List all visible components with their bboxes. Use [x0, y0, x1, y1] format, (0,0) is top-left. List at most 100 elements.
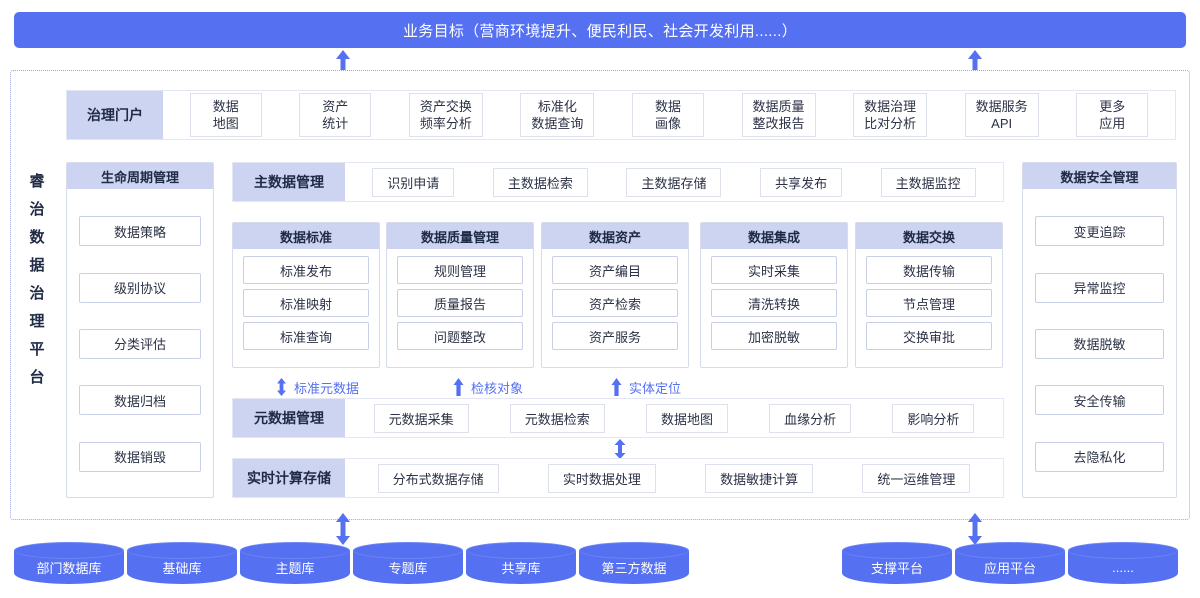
masterdata-item-4[interactable]: 主数据监控: [880, 167, 976, 197]
vertical-char-5: 理: [29, 313, 45, 330]
cylinder-top-ellipse: [14, 542, 124, 559]
domain-column-4-title: 数据交换: [856, 223, 1002, 249]
metadata-item-4[interactable]: 影响分析: [892, 403, 975, 433]
source-label-4: 共享库: [501, 560, 541, 576]
domain-column-data-integration: 数据集成 实时采集 清洗转换 加密脱敏: [700, 222, 848, 368]
col0-item-1[interactable]: 标准映射: [243, 289, 369, 317]
business-goal-text: 业务目标（营商环境提升、便民利民、社会开发利用......）: [402, 22, 797, 40]
source-cylinder-0[interactable]: 部门数据库: [14, 542, 124, 588]
arrow-metadata-to-realtime: [614, 439, 626, 459]
realtime-item-3[interactable]: 统一运维管理: [862, 463, 971, 493]
col3-item-2[interactable]: 加密脱敏: [711, 322, 837, 350]
lifecycle-item-3[interactable]: 数据归档: [79, 385, 201, 416]
source-label-2: 主题库: [275, 560, 315, 576]
portal-app-7[interactable]: 数据服务 API: [964, 93, 1039, 137]
flow-label-1-text: 检核对象: [471, 380, 524, 396]
col4-item-1[interactable]: 节点管理: [866, 289, 992, 317]
platform-vertical-title: 睿 治 数 据 治 理 平 台: [22, 168, 52, 392]
security-item-1[interactable]: 异常监控: [1035, 272, 1164, 303]
security-item-4[interactable]: 去隐私化: [1035, 441, 1164, 472]
master-data-management-items: 识别申请 主数据检索 主数据存储 共享发布 主数据监控: [345, 163, 1003, 201]
vertical-char-6: 平: [29, 341, 45, 358]
platform-cylinder-2[interactable]: ......: [1068, 542, 1178, 588]
lifecycle-management-card: 生命周期管理 数据策略 级别协议 分类评估 数据归档 数据销毁: [66, 162, 214, 498]
col3-item-0[interactable]: 实时采集: [711, 256, 837, 284]
domain-column-data-exchange: 数据交换 数据传输 节点管理 交换审批: [855, 222, 1003, 368]
cylinder-top-ellipse: [466, 542, 576, 559]
col4-item-0[interactable]: 数据传输: [866, 256, 992, 284]
portal-app-6[interactable]: 数据治理 比对分析: [853, 93, 928, 137]
data-security-management-items: 变更追踪 异常监控 数据脱敏 安全传输 去隐私化: [1023, 189, 1176, 499]
lifecycle-item-4[interactable]: 数据销毁: [79, 441, 201, 472]
security-item-0[interactable]: 变更追踪: [1035, 216, 1164, 247]
portal-app-0[interactable]: 数据 地图: [189, 93, 262, 137]
portal-app-8[interactable]: 更多 应用: [1076, 93, 1149, 137]
cylinder-top-ellipse: [240, 542, 350, 559]
portal-app-4[interactable]: 数据 画像: [631, 93, 704, 137]
masterdata-item-3[interactable]: 共享发布: [760, 167, 843, 197]
realtime-item-0[interactable]: 分布式数据存储: [377, 463, 499, 493]
source-label-0: 部门数据库: [36, 560, 102, 576]
metadata-item-2[interactable]: 数据地图: [645, 403, 728, 433]
flow-inspection-object: 检核对象: [452, 378, 523, 396]
metadata-management-band: 元数据管理 元数据采集 元数据检索 数据地图 血缘分析 影响分析: [232, 398, 1004, 438]
source-cylinder-1[interactable]: 基础库: [127, 542, 237, 588]
portal-app-2[interactable]: 资产交换 频率分析: [408, 93, 483, 137]
col1-item-0[interactable]: 规则管理: [397, 256, 523, 284]
flow-standard-metadata: 标准元数据: [275, 378, 359, 396]
arrow-double-up-down-icon: [277, 378, 286, 396]
col2-item-1[interactable]: 资产检索: [552, 289, 678, 317]
realtime-item-1[interactable]: 实时数据处理: [547, 463, 656, 493]
col3-item-1[interactable]: 清洗转换: [711, 289, 837, 317]
lifecycle-management-items: 数据策略 级别协议 分类评估 数据归档 数据销毁: [67, 189, 213, 499]
security-item-2[interactable]: 数据脱敏: [1035, 328, 1164, 359]
lifecycle-item-1[interactable]: 级别协议: [79, 272, 201, 303]
cylinder-top-ellipse: [127, 542, 237, 559]
governance-portal-items: 数据 地图 资产 统计 资产交换 频率分析 标准化 数据查询 数据 画像 数据质…: [163, 91, 1175, 139]
realtime-compute-storage-items: 分布式数据存储 实时数据处理 数据敏捷计算 统一运维管理: [345, 459, 1003, 497]
source-label-5: 第三方数据: [601, 560, 667, 576]
security-item-3[interactable]: 安全传输: [1035, 385, 1164, 416]
masterdata-item-2[interactable]: 主数据存储: [626, 167, 722, 197]
metadata-item-3[interactable]: 血缘分析: [769, 403, 852, 433]
platform-cylinder-0[interactable]: 支撑平台: [842, 542, 952, 588]
portal-app-5[interactable]: 数据质量 整改报告: [741, 93, 816, 137]
source-cylinder-2[interactable]: 主题库: [240, 542, 350, 588]
domain-column-data-asset: 数据资产 资产编目 资产检索 资产服务: [541, 222, 689, 368]
arrow-up-icon: [453, 378, 464, 396]
master-data-management-band: 主数据管理 识别申请 主数据检索 主数据存储 共享发布 主数据监控: [232, 162, 1004, 202]
realtime-item-2[interactable]: 数据敏捷计算: [705, 463, 814, 493]
domain-column-1-items: 规则管理 质量报告 问题整改: [387, 249, 533, 357]
domain-column-data-quality: 数据质量管理 规则管理 质量报告 问题整改: [386, 222, 534, 368]
masterdata-item-1[interactable]: 主数据检索: [492, 167, 588, 197]
col4-item-2[interactable]: 交换审批: [866, 322, 992, 350]
flow-entity-location: 实体定位: [610, 378, 681, 396]
metadata-item-1[interactable]: 元数据检索: [509, 403, 605, 433]
data-security-management-title: 数据安全管理: [1023, 163, 1176, 189]
col0-item-0[interactable]: 标准发布: [243, 256, 369, 284]
domain-column-0-title: 数据标准: [233, 223, 379, 249]
col0-item-2[interactable]: 标准查询: [243, 322, 369, 350]
source-cylinder-4[interactable]: 共享库: [466, 542, 576, 588]
col1-item-2[interactable]: 问题整改: [397, 322, 523, 350]
data-security-management-card: 数据安全管理 变更追踪 异常监控 数据脱敏 安全传输 去隐私化: [1022, 162, 1177, 498]
flow-label-0-text: 标准元数据: [294, 380, 360, 396]
platform-cylinder-1[interactable]: 应用平台: [955, 542, 1065, 588]
vertical-char-4: 治: [29, 285, 45, 302]
portal-app-1[interactable]: 资产 统计: [299, 93, 372, 137]
lifecycle-item-0[interactable]: 数据策略: [79, 216, 201, 247]
masterdata-item-0[interactable]: 识别申请: [372, 167, 455, 197]
domain-column-0-items: 标准发布 标准映射 标准查询: [233, 249, 379, 357]
col2-item-2[interactable]: 资产服务: [552, 322, 678, 350]
domain-column-data-standard: 数据标准 标准发布 标准映射 标准查询: [232, 222, 380, 368]
col1-item-1[interactable]: 质量报告: [397, 289, 523, 317]
portal-app-3[interactable]: 标准化 数据查询: [520, 93, 595, 137]
flow-label-2-text: 实体定位: [629, 380, 682, 396]
col2-item-0[interactable]: 资产编目: [552, 256, 678, 284]
source-label-1: 基础库: [162, 560, 202, 576]
metadata-item-0[interactable]: 元数据采集: [373, 403, 469, 433]
source-cylinder-3[interactable]: 专题库: [353, 542, 463, 588]
source-cylinder-5[interactable]: 第三方数据: [579, 542, 689, 588]
lifecycle-item-2[interactable]: 分类评估: [79, 328, 201, 359]
source-label-3: 专题库: [388, 560, 428, 576]
